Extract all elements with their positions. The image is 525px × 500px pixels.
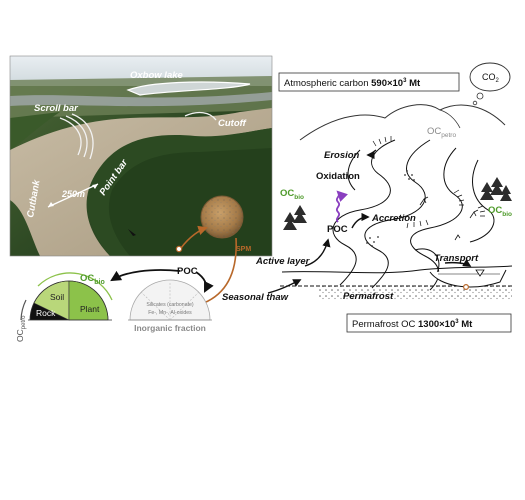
scale-bar: [47, 183, 99, 208]
active-layer-arrow: [304, 238, 331, 267]
boat-marker: [128, 229, 136, 236]
spm-label: SPM: [236, 246, 251, 253]
schematic-oc-bio-right: OCbio: [488, 205, 512, 218]
accretion-label: Accretion: [371, 213, 416, 224]
oxides-label: Fe-, Mn-, Al-oxides: [148, 310, 192, 316]
erosion-label: Erosion: [324, 150, 360, 161]
permafrost-oc-box: [346, 313, 512, 333]
seasonal-thaw-arrow: [267, 279, 302, 294]
atmospheric-carbon-label: Atmospheric carbon 590×103 Mt: [284, 78, 421, 89]
permafrost-label: Permafrost: [343, 291, 394, 302]
active-layer-label: Active layer: [255, 256, 311, 267]
scroll-bar-label: Scroll bar: [34, 103, 79, 114]
oxidation-label: Oxidation: [316, 171, 360, 182]
oxbow-lake-label: Oxbow lake: [130, 70, 184, 81]
schematic-oc-petro: OCpetro: [427, 126, 456, 139]
cutbank-hatch: [372, 136, 486, 229]
erosion-arrow: [366, 149, 377, 160]
inset-poc-label: POC: [177, 266, 198, 277]
point-bar-dots: [366, 170, 415, 247]
mountain-outline: [299, 104, 506, 141]
poc-organic-arrow: [110, 269, 181, 282]
meander-channels: [332, 139, 495, 291]
sample-point: [175, 245, 183, 253]
oxidation-squiggle: [335, 190, 348, 223]
inorganic-fraction-label: Inorganic fraction: [134, 323, 206, 333]
water-level-marker: [475, 269, 485, 277]
spm-arrow-up: [180, 225, 208, 249]
transport-label: Transport: [434, 253, 479, 264]
transport-arrow: [444, 258, 472, 267]
soil-label: Soil: [50, 292, 64, 302]
schematic-sample-point: [463, 284, 470, 291]
permafrost-oc-label: Permafrost OC 1300×103 Mt: [352, 319, 473, 330]
photo-frame: [9, 55, 273, 257]
ground-layers: [280, 265, 513, 300]
plant-label: Plant: [80, 304, 100, 314]
accretion-arrow: [351, 212, 370, 229]
inorganic-semicircle: [129, 279, 211, 321]
rock-label: Rock: [36, 308, 56, 318]
co2-label: CO2: [482, 72, 500, 84]
scale-label: 250m: [61, 189, 85, 199]
plant-sprigs: [419, 196, 479, 241]
schematic-oc-bio-left: OCbio: [280, 188, 304, 201]
rock-slice: [30, 303, 69, 320]
silicates-label: Silicates (carbonate): [146, 302, 194, 308]
schematic-poc-label: POC: [327, 224, 348, 235]
inset-oc-petro: OCpetro: [15, 315, 27, 342]
atmospheric-carbon-box: [278, 72, 460, 92]
poc-inorganic-arrow: [195, 271, 214, 293]
trees-right: [480, 177, 512, 201]
trees-left: [283, 205, 307, 230]
seasonal-thaw-label: Seasonal thaw: [222, 292, 289, 303]
poc-composition-inset: [20, 269, 214, 321]
inset-oc-bio: OCbio: [80, 273, 105, 286]
cutoff-label: Cutoff: [218, 118, 247, 129]
co2-cloud: [469, 62, 511, 106]
